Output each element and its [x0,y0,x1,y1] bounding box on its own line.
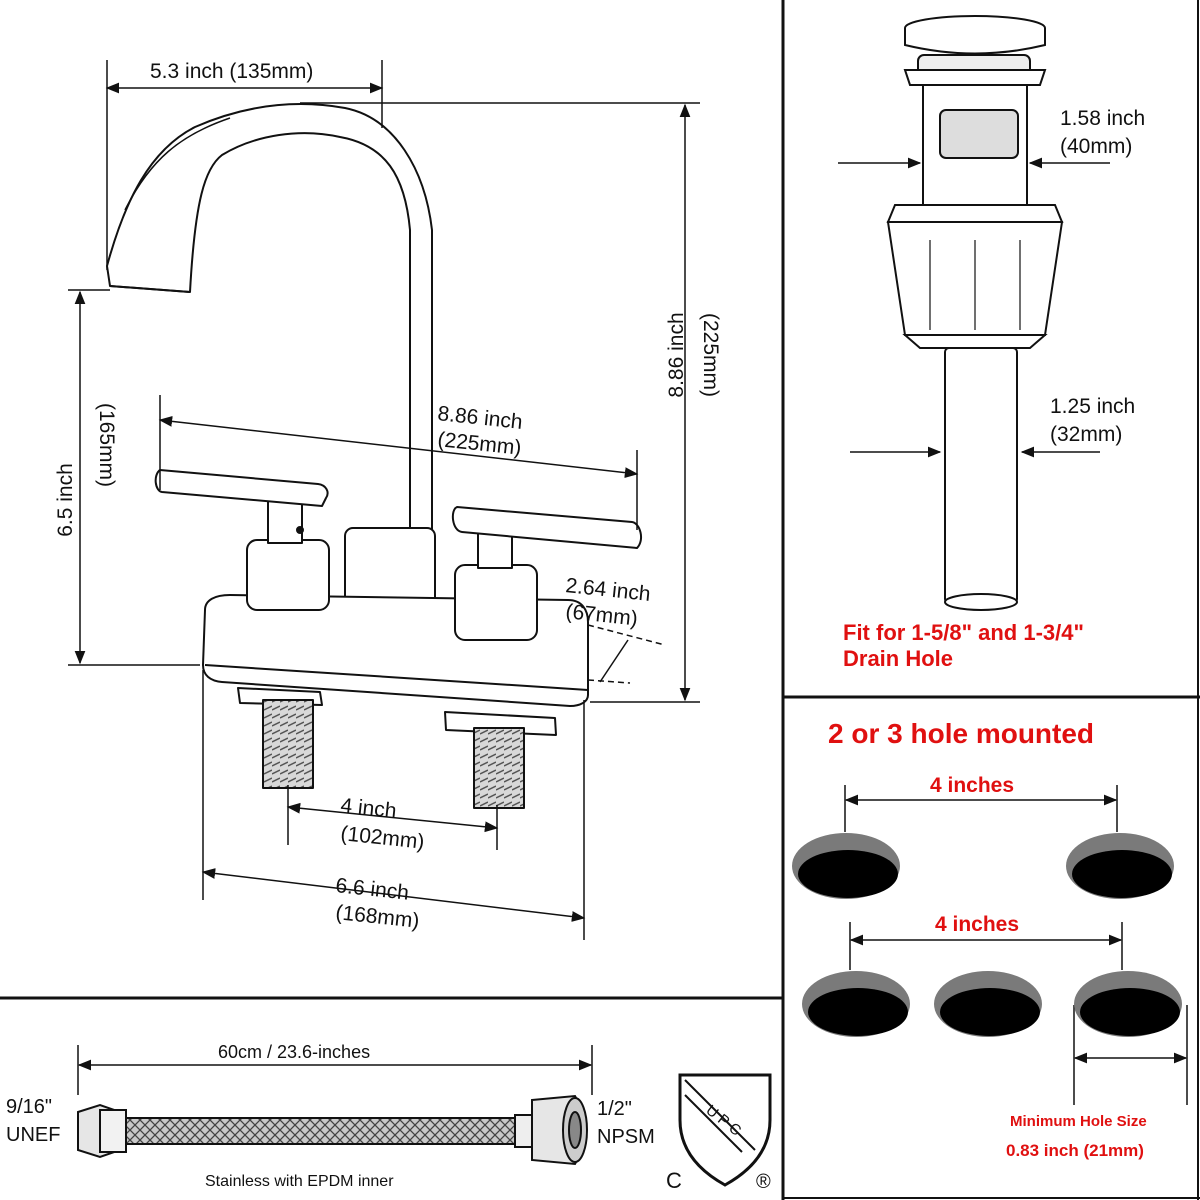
hole-icon [802,971,910,1037]
center-spacing-label: 4 inch [339,794,397,823]
pipe-width-label: 1.25 inch [1050,395,1135,418]
hole-icon [1066,833,1174,899]
hose-material-label: Stainless with EPDM inner [205,1173,394,1190]
cap-width-mm-label: (40mm) [1060,135,1132,158]
total-height-mm-label: (225mm) [699,313,722,397]
min-hole-value: 0.83 inch (21mm) [1006,1141,1144,1160]
pipe-width-mm-label: (32mm) [1050,423,1122,446]
mounting-panel: 2 or 3 hole mounted 4 inches 4 inches [792,718,1188,1160]
drain-dimension-lines [838,157,1110,458]
hole-row-three [802,971,1182,1037]
top-spacing-label: 4 inches [930,774,1014,797]
base-length-label: 6.6 inch [334,874,410,905]
cap-width-label: 1.58 inch [1060,107,1145,130]
left-fitting-thread: UNEF [6,1124,60,1146]
upc-certification-icon: UPC C ® [666,1073,772,1193]
right-fitting-size: 1/2" [597,1098,632,1120]
min-hole-label: Minimum Hole Size [1010,1113,1147,1130]
hole-row-two [792,833,1174,899]
spout-height-label: 6.5 inch [54,463,77,537]
spout-reach-label: 5.3 inch (135mm) [150,60,313,83]
hose-panel: 60cm / 23.6-inches 9/16" UNEF 1/2" NPSM … [6,1042,655,1190]
spout-height-mm-label: (165mm) [95,403,118,487]
hole-icon [1074,971,1182,1037]
bottom-spacing-label: 4 inches [935,913,1019,936]
faucet-drawing [106,103,643,809]
total-height-label: 8.86 inch [665,312,688,397]
hole-icon [792,833,900,899]
left-fitting-size: 9/16" [6,1096,52,1118]
fit-note-line2: Drain Hole [843,646,953,671]
upc-r-mark: ® [756,1171,771,1193]
braided-hose-drawing [77,1094,588,1166]
faucet-dimension-labels: 5.3 inch (135mm) 6.5 inch (165mm) 8.86 i… [54,60,722,933]
handle-span-mm-label: (225mm) [436,428,522,460]
fit-note-line1: Fit for 1-5/8" and 1-3/4" [843,620,1084,645]
hose-length-label: 60cm / 23.6-inches [218,1042,370,1062]
upc-c-mark: C [666,1168,682,1193]
center-spacing-mm-label: (102mm) [339,822,425,854]
base-length-mm-label: (168mm) [334,901,420,933]
drain-drawing [886,15,1064,611]
faucet-dimension-lines [68,60,700,940]
mounting-title: 2 or 3 hole mounted [828,718,1094,749]
right-fitting-thread: NPSM [597,1126,655,1148]
hole-icon [934,971,1042,1037]
drain-labels: 1.58 inch (40mm) 1.25 inch (32mm) Fit fo… [843,107,1145,671]
